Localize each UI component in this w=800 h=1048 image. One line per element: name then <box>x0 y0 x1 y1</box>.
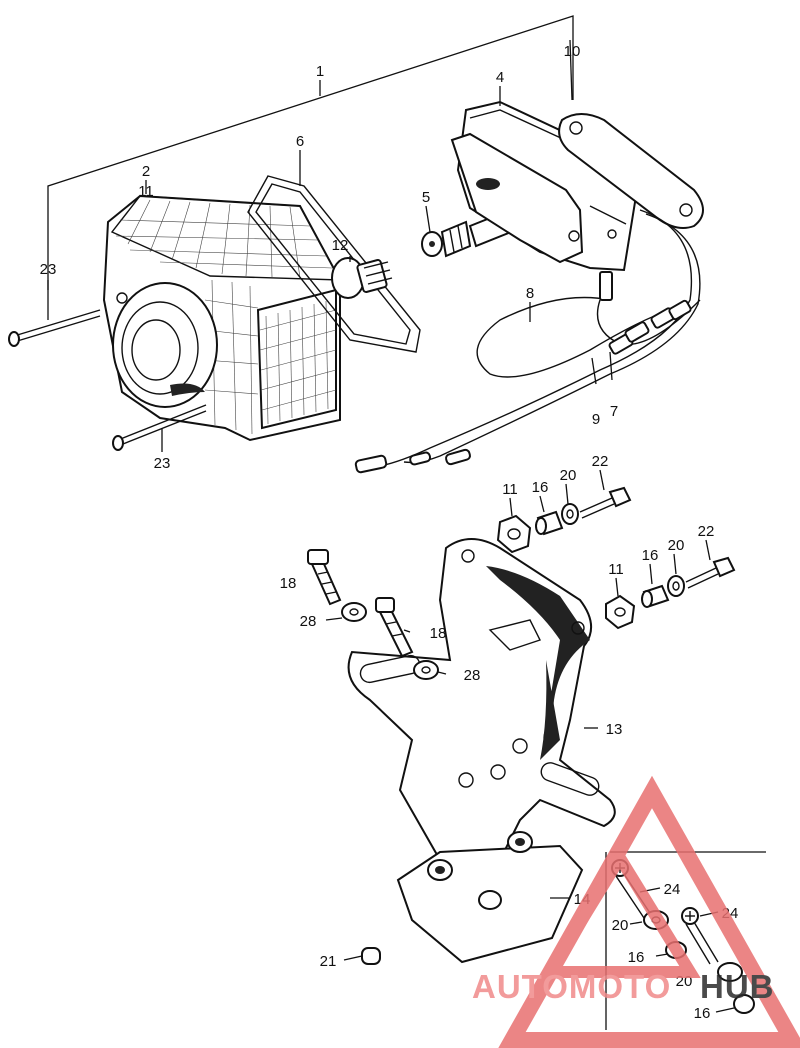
washer-28-left <box>341 602 367 622</box>
callout-12: 12 <box>332 237 349 254</box>
cap-21 <box>361 947 381 965</box>
callout-11-upper: 11 <box>502 481 518 498</box>
bulb <box>331 257 393 299</box>
washer-20-bottom-right <box>717 962 743 982</box>
washer-20-lower <box>667 575 685 597</box>
callout-11-lower: 11 <box>608 561 624 578</box>
watermark-text-1: AUTOMOTO <box>472 968 671 1005</box>
callout-28-right: 28 <box>464 667 481 684</box>
callout-16-lower: 16 <box>642 547 659 564</box>
nut-11-lower <box>605 594 636 630</box>
callout-10: 10 <box>564 43 581 60</box>
lens-gasket <box>247 175 421 353</box>
callout-4: 4 <box>496 69 504 86</box>
leader-lines <box>47 39 735 1013</box>
callout-21: 21 <box>320 953 337 970</box>
callout-1: 1 <box>316 63 324 80</box>
callout-2: 2 <box>142 163 150 180</box>
license-bracket <box>347 538 616 871</box>
mount-plate <box>396 831 584 964</box>
callout-22-lower: 22 <box>698 523 715 540</box>
watermark-text-2: HUB <box>700 968 775 1005</box>
screw-23-upper <box>8 309 101 347</box>
callout-6: 6 <box>296 133 304 150</box>
collar-16-upper <box>535 510 564 536</box>
washer-20-upper <box>561 503 579 525</box>
callout-20-upper: 20 <box>560 467 577 484</box>
callout-9: 9 <box>592 411 600 428</box>
bolt-22-lower <box>685 556 736 589</box>
callout-18-right: 18 <box>430 625 447 642</box>
callout-20-lower: 20 <box>668 537 685 554</box>
callout-8: 8 <box>526 285 534 302</box>
bolt-18-left <box>307 549 342 606</box>
callout-7: 7 <box>610 403 618 420</box>
callout-18-left: 18 <box>280 575 297 592</box>
nut-11-upper <box>496 514 532 554</box>
callout-20-bottom-left: 20 <box>612 917 629 934</box>
callout-13: 13 <box>606 721 623 738</box>
callout-16-bottom-right: 16 <box>694 1005 711 1022</box>
screw-24-right <box>681 907 719 965</box>
callout-28-left: 28 <box>300 613 317 630</box>
assembly-bracket <box>47 15 574 290</box>
washer-28-right <box>413 660 439 680</box>
callout-23-upper: 23 <box>40 261 57 278</box>
callouts: 1 2 11 4 5 6 7 8 9 10 11 11 12 13 14 16 … <box>40 43 739 1022</box>
callout-3: 11 <box>138 183 154 200</box>
base-gasket <box>558 113 704 229</box>
wiring-harness <box>354 209 701 474</box>
watermark-logo: AUTOMOTO HUB <box>472 775 800 1048</box>
callout-16-upper: 16 <box>532 479 549 496</box>
collar-16-bottom-right <box>733 994 755 1014</box>
callout-5: 5 <box>422 189 430 206</box>
callout-22-upper: 22 <box>592 453 609 470</box>
callout-16-bottom-left: 16 <box>628 949 645 966</box>
collar-16-lower <box>641 584 670 608</box>
bolt-18-right <box>375 597 414 658</box>
bolt-22-upper <box>579 486 632 519</box>
light-base <box>450 100 638 272</box>
callout-23-lower: 23 <box>154 455 171 472</box>
tail-light-lens <box>102 194 342 442</box>
callout-24-left: 24 <box>664 881 681 898</box>
